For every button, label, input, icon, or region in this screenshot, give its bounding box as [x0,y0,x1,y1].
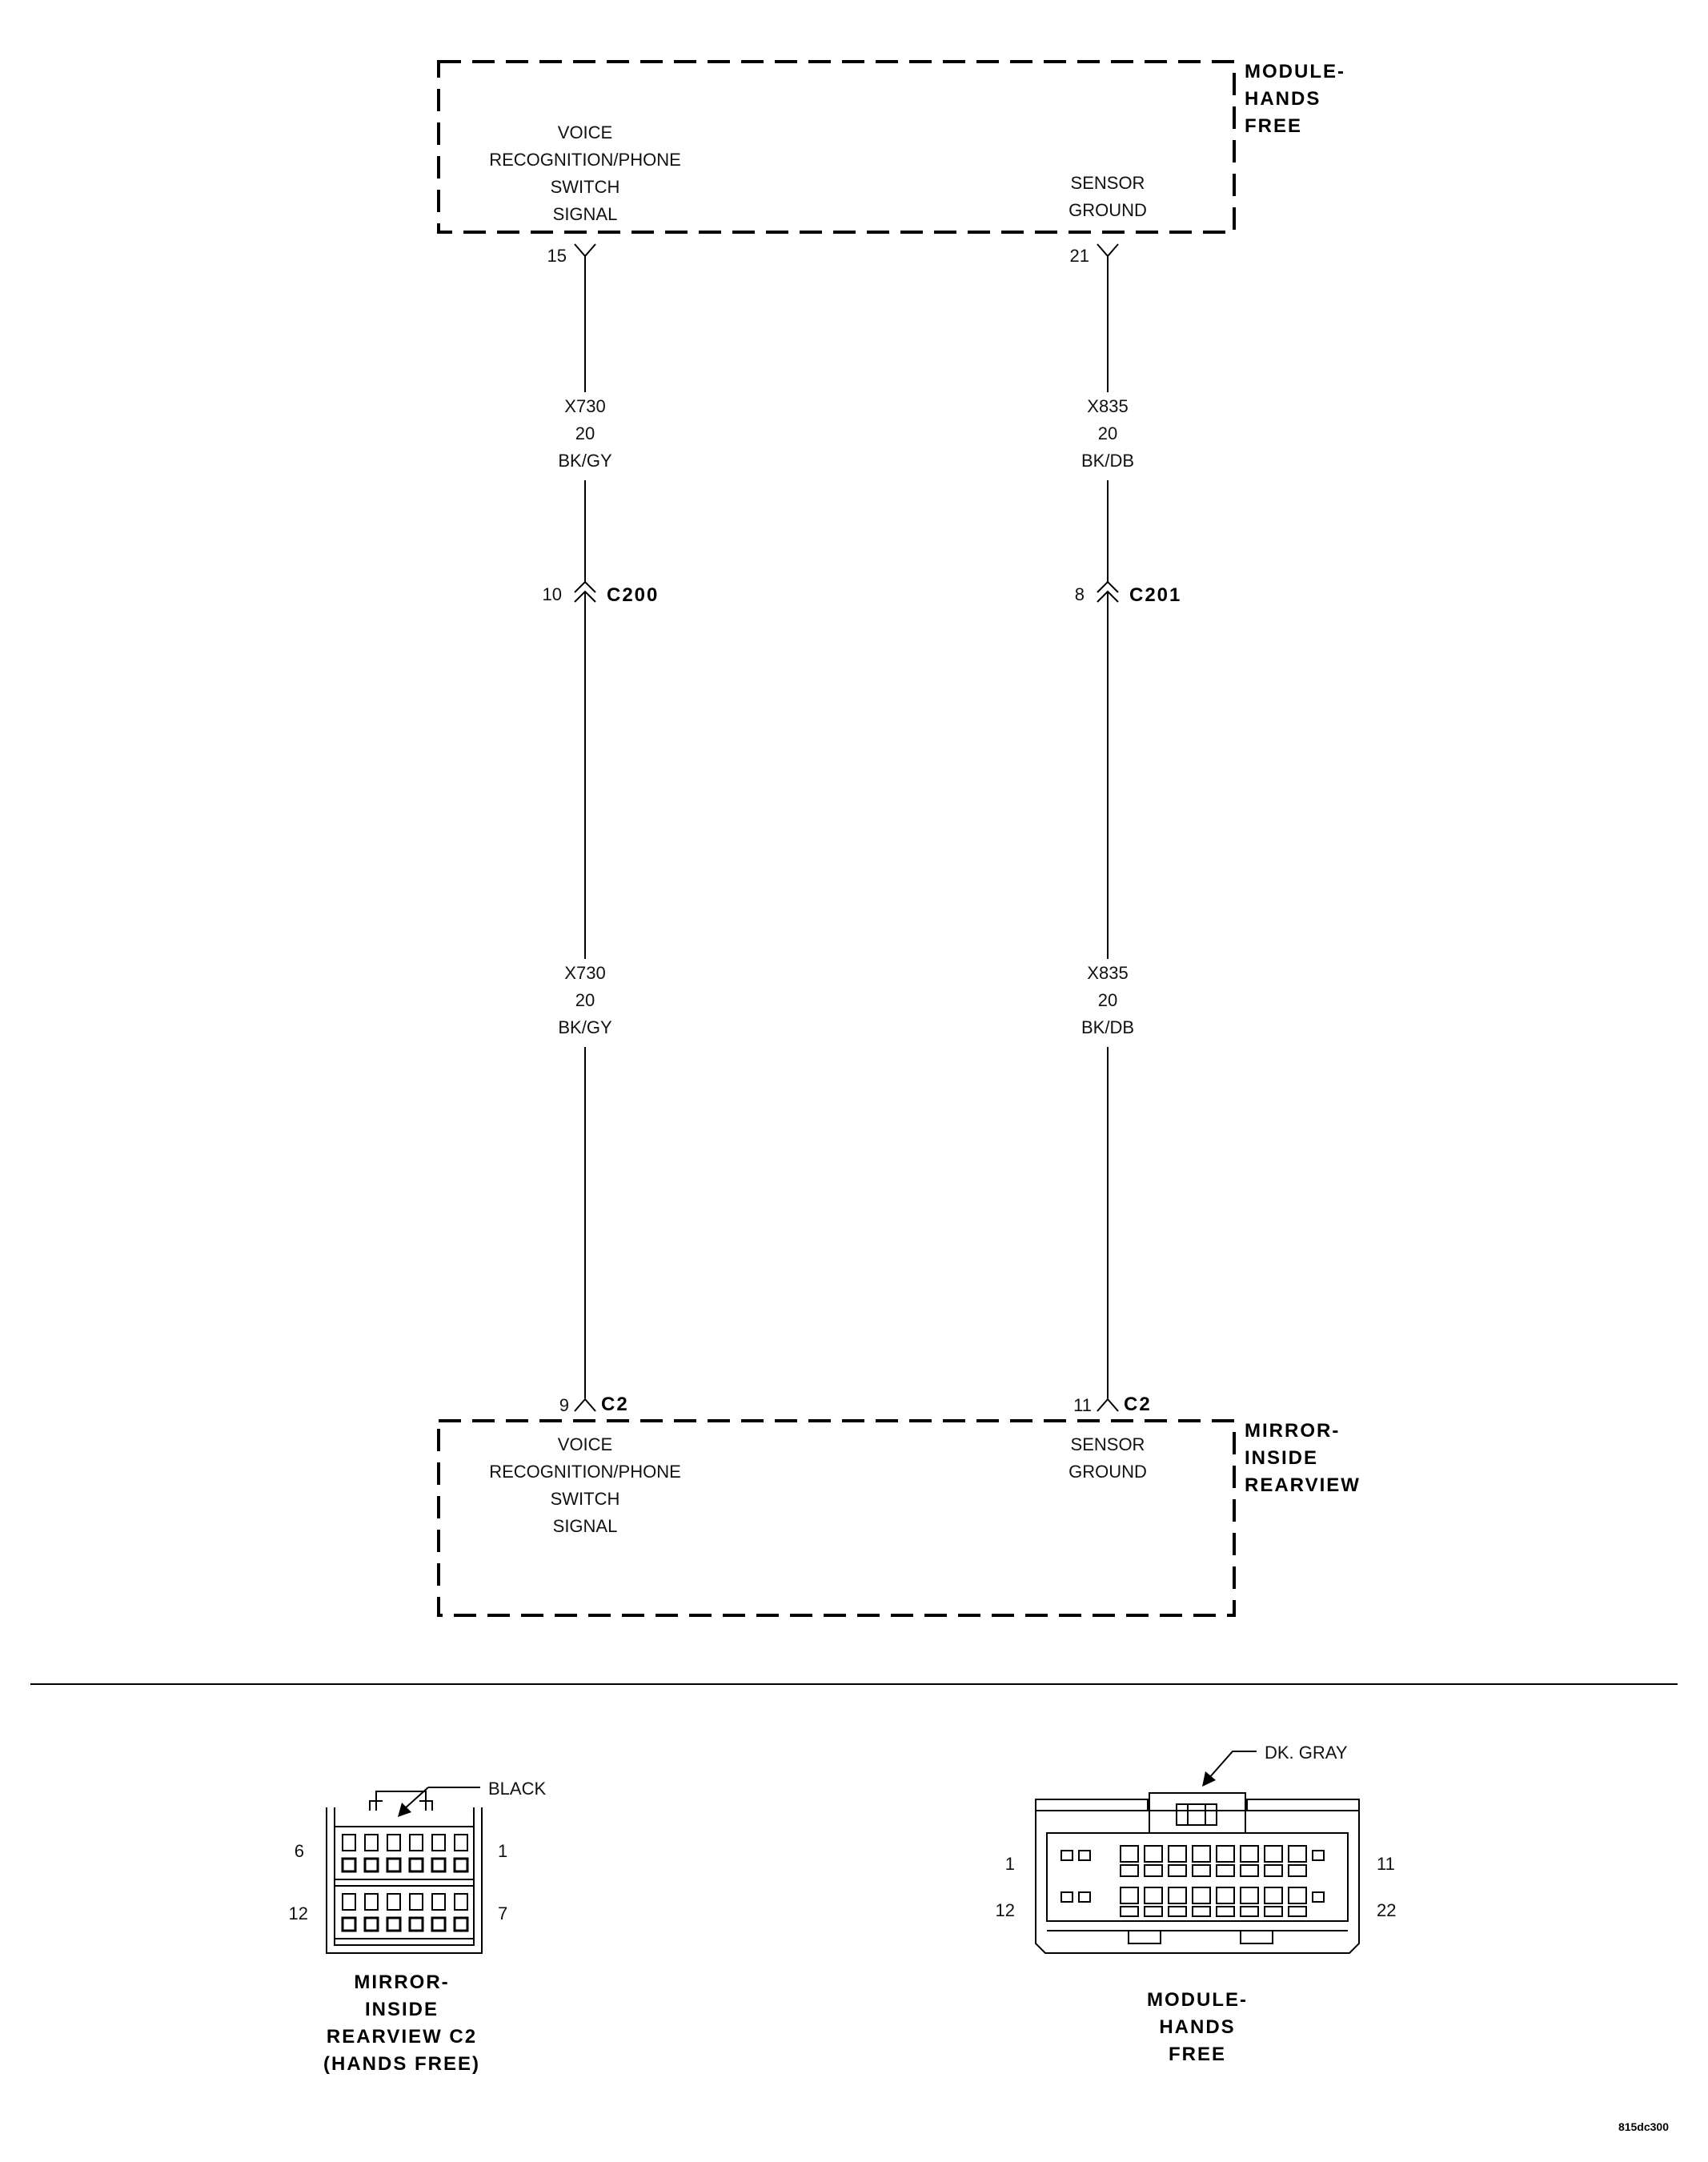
top-pin-number: 15 [547,246,567,266]
wire-gauge: 20 [575,990,595,1010]
wire-color: BK/GY [558,451,612,471]
mirror-pin-bottom-left: 12 [289,1903,308,1923]
module-color-label: DK. GRAY [1265,1743,1348,1763]
arrow-icon [1202,1771,1216,1787]
terminal-male-icon [574,1398,596,1412]
connector-body [1035,1810,1360,1954]
wire-code: X730 [564,963,605,983]
module-bottom-left-label-4: SIGNAL [553,1516,618,1536]
module-mirror-box: MIRROR- INSIDE REARVIEW VOICE RECOGNITIO… [437,1419,1361,1617]
bottom-pin-number: 9 [559,1395,569,1415]
inline-pin-number: 8 [1075,584,1085,604]
wire-color: BK/DB [1081,1017,1134,1037]
top-pin-number: 21 [1070,246,1089,266]
mirror-caption-1: MIRROR- [354,1971,449,1993]
module-bottom-right-label-1: SENSOR [1071,1434,1145,1454]
terminal-female-icon [1097,243,1119,258]
module-top-name-2: HANDS [1245,88,1321,110]
module-pin-top-left: 1 [1005,1854,1015,1874]
module-bottom-name-3: REARVIEW [1245,1474,1361,1496]
mirror-pin-bottom-right: 7 [498,1903,507,1923]
mirror-caption-4: (HANDS FREE) [323,2053,480,2075]
leader-line [1208,1751,1257,1779]
module-caption-2: HANDS [1159,2016,1235,2038]
module-pin-bottom-left: 12 [996,1900,1015,1920]
module-bottom-left-label-3: SWITCH [551,1489,620,1509]
module-top-right-label-2: GROUND [1069,200,1147,220]
inline-pin-number: 10 [543,584,562,604]
terminal-male-icon [1097,1398,1119,1412]
wire-gauge: 20 [575,423,595,443]
figure-id: 815dc300 [1618,2120,1669,2133]
module-top-left-label-4: SIGNAL [553,204,618,224]
circuit-right: 21 X835 20 BK/DB 8 C201 X835 20 BK/DB 11… [1070,243,1181,1415]
circuit-left: 15 X730 20 BK/GY 10 C200 X730 20 BK/GY 9… [543,243,659,1415]
wire-color: BK/GY [558,1017,612,1037]
arrow-icon [398,1803,411,1817]
module-top-left-label-2: RECOGNITION/PHONE [489,150,681,170]
wire-code: X835 [1087,396,1128,416]
terminal-female-icon [574,243,596,258]
mirror-caption-3: REARVIEW C2 [327,2026,477,2048]
module-bottom-left-label-2: RECOGNITION/PHONE [489,1462,681,1482]
mirror-connector-view: BLACK [289,1779,547,2075]
module-caption-3: FREE [1169,2044,1226,2065]
wire-gauge: 20 [1098,990,1117,1010]
bottom-connector-name: C2 [601,1394,629,1415]
module-bottom-right-label-2: GROUND [1069,1462,1147,1482]
inline-connector-name: C201 [1129,584,1181,606]
pin-cavities [1060,1845,1325,1917]
module-top-name-1: MODULE- [1245,61,1345,82]
mirror-pin-top-left: 6 [295,1841,304,1861]
mirror-caption-2: INSIDE [365,1999,439,2020]
module-bottom-left-label-1: VOICE [558,1434,612,1454]
module-top-name-3: FREE [1245,115,1302,137]
inline-connector-name: C200 [607,584,659,606]
bottom-connector-name: C2 [1124,1394,1152,1415]
module-top-left-label-1: VOICE [558,122,612,142]
mirror-pin-top-right: 1 [498,1841,507,1861]
module-pin-bottom-right: 22 [1377,1900,1396,1920]
module-top-left-label-3: SWITCH [551,177,620,197]
bottom-pin-number: 11 [1073,1395,1092,1415]
module-pin-top-right: 11 [1377,1854,1395,1874]
module-hands-free-box: MODULE- HANDS FREE VOICE RECOGNITION/PHO… [437,60,1345,234]
module-top-right-label-1: SENSOR [1071,173,1145,193]
wire-color: BK/DB [1081,451,1134,471]
module-bottom-name-2: INSIDE [1245,1447,1318,1469]
connector-body [326,1807,483,1954]
module-connector-view: DK. GRAY [996,1743,1397,2065]
pin-cavities [341,1834,469,1932]
wire-code: X835 [1087,963,1128,983]
latch [1149,1792,1246,1834]
wire-code: X730 [564,396,605,416]
module-caption-1: MODULE- [1147,1989,1248,2011]
mirror-color-label: BLACK [488,1779,546,1799]
module-bottom-name-1: MIRROR- [1245,1420,1340,1442]
wire-gauge: 20 [1098,423,1117,443]
